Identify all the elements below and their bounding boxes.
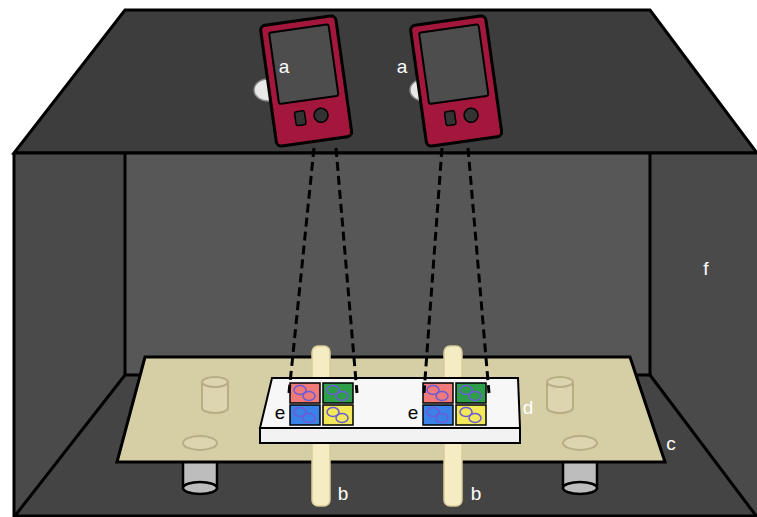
callout-letter: f: [703, 259, 708, 278]
callout-letter: b: [338, 484, 349, 503]
callout-letter: b: [471, 484, 482, 503]
smartphone: [410, 15, 502, 146]
sample-square: [423, 405, 453, 425]
sample-square: [323, 405, 353, 425]
sample-squares: [290, 383, 486, 425]
sample-square: [290, 405, 320, 425]
box-top: [14, 10, 757, 153]
sample-square: [290, 383, 320, 403]
callout-letter: a: [397, 57, 408, 76]
camera-view-line: [289, 148, 489, 393]
sample-square: [456, 383, 486, 403]
sample-square: [323, 383, 353, 403]
callout-letter: c: [666, 434, 676, 453]
slide-edge: [260, 428, 520, 443]
base-plate: [117, 357, 665, 462]
smartphone: [260, 15, 352, 146]
callout-letter: a: [279, 57, 290, 76]
callout-letter: e: [275, 403, 286, 422]
box-back-wall: [125, 153, 650, 375]
sample-square: [423, 383, 453, 403]
callout-letter: e: [408, 403, 419, 422]
callout-letter: d: [523, 398, 534, 417]
sample-square: [456, 405, 486, 425]
box-edges: [14, 153, 757, 517]
slide: [260, 378, 520, 428]
